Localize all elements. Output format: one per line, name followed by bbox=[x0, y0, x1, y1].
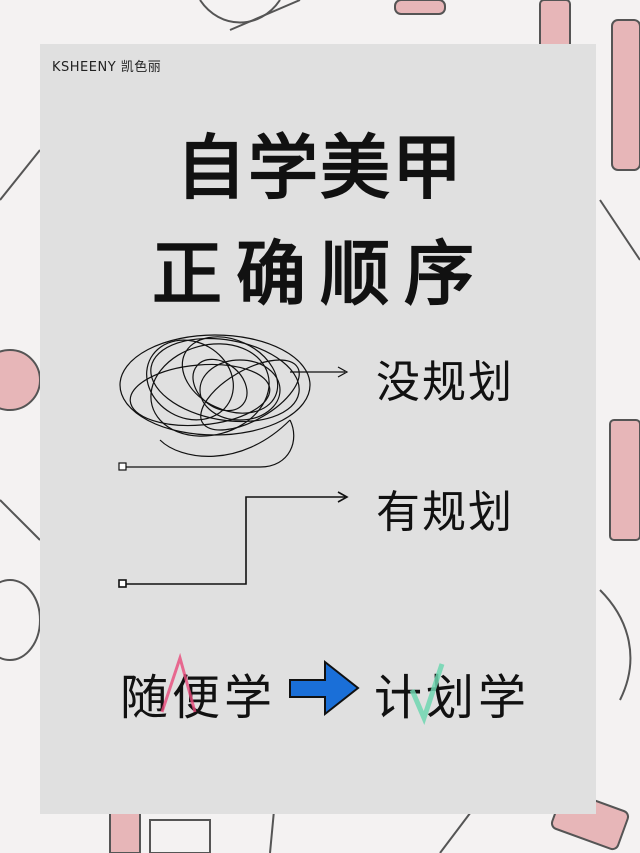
green-check-icon bbox=[409, 663, 445, 726]
planned-label: 有规划 bbox=[376, 487, 514, 538]
red-cross-icon bbox=[160, 652, 197, 713]
tangled-scribble-arrow-icon bbox=[118, 334, 349, 471]
random-study-label: 随便学 bbox=[120, 670, 277, 726]
unplanned-label: 没规划 bbox=[376, 357, 514, 408]
blue-arrow-icon bbox=[289, 659, 360, 717]
planned-study-label: 计划学 bbox=[374, 670, 531, 726]
step-line-arrow-icon bbox=[118, 491, 349, 588]
title-line-1: 自学美甲 bbox=[176, 127, 464, 209]
brand-logo: KSHEENY 凯色丽 bbox=[52, 60, 162, 75]
title-line-2: 正确顺序 bbox=[152, 233, 488, 315]
